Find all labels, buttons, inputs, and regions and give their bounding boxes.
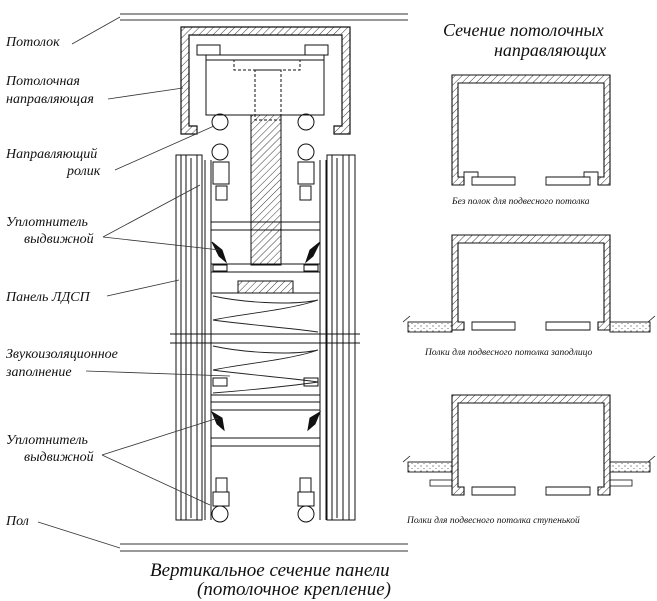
suspension-rod [237,114,294,294]
label-ceiling-guide-line2: направляющая [6,92,94,107]
label-seal-bottom-line2: выдвижной [24,450,94,465]
label-floor: Пол [6,514,29,529]
guide-roller-top [211,143,315,201]
extendable-seal-top [211,241,321,272]
label-roller-line2: ролик [67,164,101,179]
extendable-seal-bottom [210,377,322,432]
guide-roller-bottom [211,477,315,523]
label-seal-top-line1: Уплотнитель [6,215,88,230]
leader-lines [37,16,231,549]
caption-no-shelves: Без полок для подвесного потолка [452,197,590,207]
profile-flush-shelves [402,234,656,333]
right-title-line1: Сечение потолочных [443,20,604,40]
label-sound-line1: Звукоизоляционное [6,347,118,362]
main-title-line1: Вертикальное сечение панели [150,560,390,581]
label-roller-line1: Направляющий [6,147,98,162]
label-seal-top-line2: выдвижной [24,232,94,247]
left-ldsp-panel [175,154,203,521]
inner-frame [204,160,327,520]
label-ceiling: Потолок [6,35,60,50]
profile-stepped-shelves [402,394,656,496]
floor-lines [120,543,408,552]
main-title-line2: (потолочное крепление) [197,579,391,600]
caption-stepped-shelves: Полки для подвесного потолка ступенькой [407,516,580,526]
label-panel: Панель ЛДСП [6,290,90,305]
sound-insulation-filling [212,295,319,394]
profile-no-shelves [451,74,611,186]
ceiling-lines [120,13,408,21]
label-sound-line2: заполнение [6,365,72,380]
label-seal-bottom-line1: Уплотнитель [6,433,88,448]
right-ldsp-panel [326,154,356,521]
ceiling-guide-profile [180,26,351,135]
label-ceiling-guide-line1: Потолочная [6,74,80,89]
caption-flush-shelves: Полки для подвесного потолка заподлицо [425,348,593,358]
right-title-line2: направляющих [494,40,607,60]
